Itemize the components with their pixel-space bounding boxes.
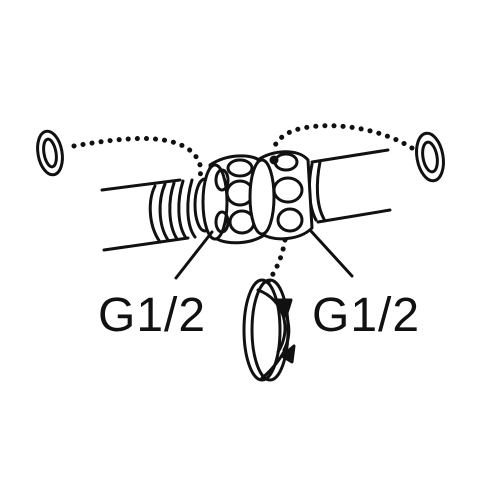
right-coupling-nut xyxy=(248,150,314,241)
right-thread-label: G1/2 xyxy=(312,289,421,342)
left-leader-line xyxy=(174,230,214,280)
right-leader-line xyxy=(308,228,354,278)
left-dotted-path xyxy=(71,136,204,179)
right-hose xyxy=(299,148,392,224)
rotation-arrow-icon xyxy=(256,288,296,380)
seal-dotted-path xyxy=(265,237,288,285)
right-washer xyxy=(415,131,445,183)
left-washer xyxy=(36,129,64,177)
left-thread-label: G1/2 xyxy=(98,289,207,342)
left-hose xyxy=(100,178,197,252)
right-dotted-path xyxy=(269,123,415,155)
